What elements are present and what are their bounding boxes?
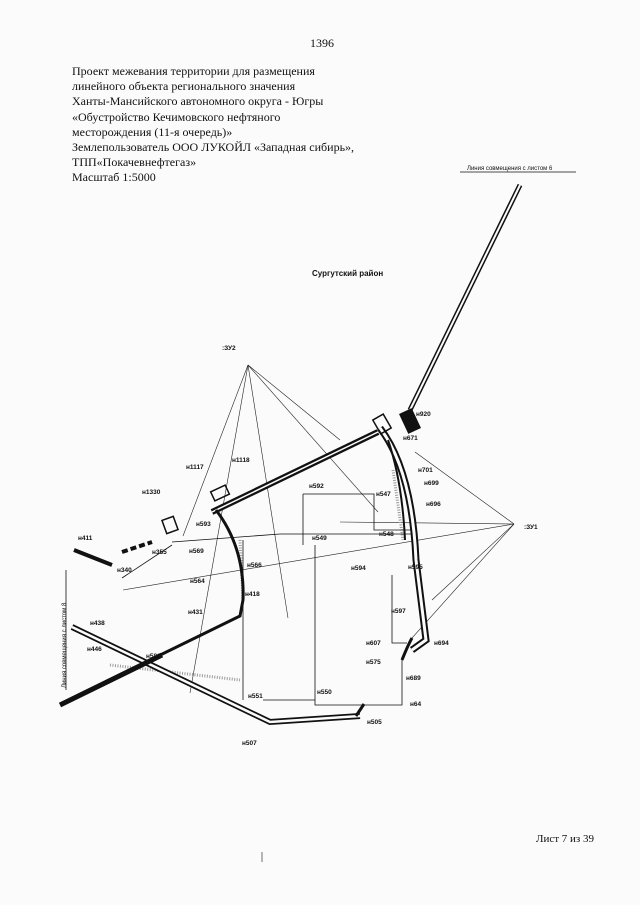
point-label: н671: [403, 435, 418, 442]
header-line: «Обустройство Кечимовского нефтяного: [72, 109, 281, 124]
point-label: н438: [90, 620, 105, 627]
match-line-top-label: Линия совмещения с листом 6: [467, 166, 553, 172]
point-label: н594: [351, 565, 366, 572]
point-label: н696: [426, 501, 441, 508]
point-label: н607: [366, 640, 381, 647]
point-label: н549: [312, 535, 327, 542]
header-line: линейного объекта регионального значения: [72, 79, 296, 94]
point-label: н551: [248, 693, 263, 700]
point-label: н566: [247, 562, 262, 569]
point-label: н569: [189, 548, 204, 555]
point-label: н575: [366, 659, 381, 666]
parcel-label-zu1: :ЗУ1: [524, 524, 538, 531]
point-label: н431: [188, 609, 203, 616]
header-line: Землепользователь ООО ЛУКОЙЛ «Западная с…: [72, 140, 355, 155]
point-label: н64: [410, 701, 422, 708]
point-label: н340: [117, 567, 132, 574]
point-label: н1117: [186, 464, 204, 471]
header-line: ТПП«Покачевнефтегаз»: [72, 155, 197, 170]
point-label: н1330: [142, 489, 161, 496]
scale-line: Масштаб 1:5000: [72, 170, 156, 185]
point-label: н418: [245, 591, 260, 598]
match-line-marks: [65, 171, 576, 690]
point-label: н446: [87, 646, 102, 653]
point-label: н597: [391, 608, 406, 615]
parcel-leader-lines: [122, 364, 515, 694]
point-label: н355: [152, 549, 167, 556]
point-label: н548: [379, 531, 394, 538]
project-header: Проект межевания территории для размещен…: [72, 64, 402, 186]
page-number: 1396: [310, 36, 334, 50]
region-label: Сургутский район: [312, 269, 383, 278]
point-label: н699: [424, 480, 439, 487]
pipeline-corridors: [58, 183, 523, 726]
point-label: н701: [418, 467, 433, 474]
parcel-label-zu2: :ЗУ2: [222, 345, 236, 352]
header-line: месторождения (11-я очередь)»: [72, 124, 233, 139]
parcel-boundaries: [121, 493, 413, 706]
point-label: н593: [196, 521, 211, 528]
point-label: н694: [434, 640, 449, 647]
boundary-shading: [109, 469, 405, 682]
point-label: н564: [190, 578, 205, 585]
point-label: н507: [242, 740, 257, 747]
point-label: н505: [367, 719, 382, 726]
point-label: н595: [408, 564, 423, 571]
point-label: н592: [309, 483, 324, 490]
point-label: н550: [317, 689, 332, 696]
header-line: Ханты-Мансийского автономного округа - Ю…: [72, 94, 324, 109]
sheet-number: Лист 7 из 39: [536, 833, 595, 845]
point-label: н920: [416, 411, 431, 418]
header-line: Проект межевания территории для размещен…: [72, 64, 315, 78]
point-label: н547: [376, 491, 391, 498]
point-label: н1118: [232, 457, 250, 464]
point-label: н411: [78, 535, 93, 542]
point-label: н580: [146, 653, 161, 660]
match-line-left-label: Линия совмещения с листом 8: [62, 602, 68, 688]
point-label: н689: [406, 675, 421, 682]
